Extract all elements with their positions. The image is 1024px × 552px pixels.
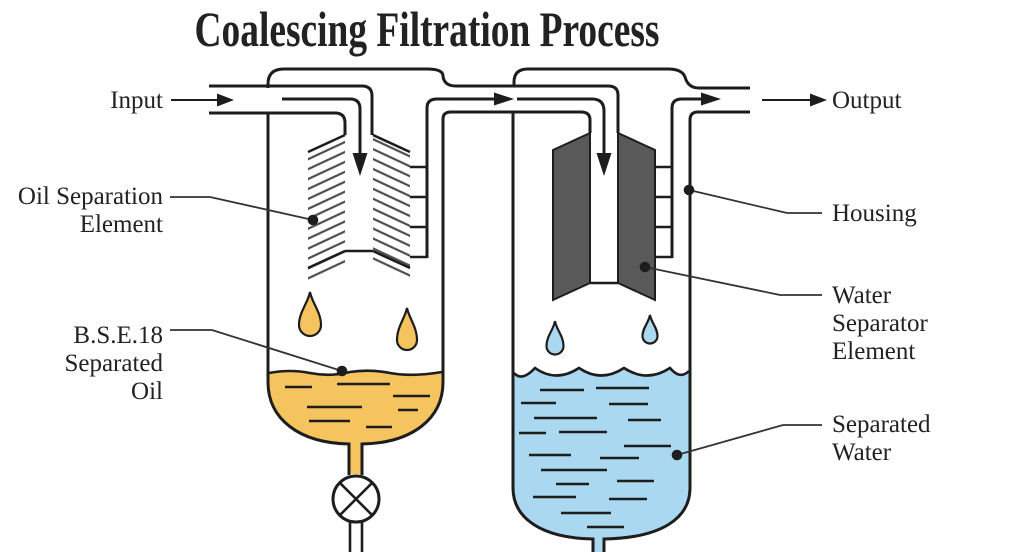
leader-dot <box>683 184 695 196</box>
water-separator-element-label: Water Separator Element <box>832 282 928 365</box>
label-line: Separated <box>64 350 163 377</box>
separated-oil-label: B.S.E.18 Separated Oil <box>64 322 163 405</box>
right-arrow-icon <box>701 92 721 106</box>
diagram-title: Coalescing Filtration Process <box>195 1 660 57</box>
external-input-arrow <box>171 93 234 107</box>
output-flow-line <box>670 97 701 258</box>
down-arrow-icon <box>596 153 612 176</box>
label-line: Water <box>832 282 892 309</box>
oil-droplet-icon <box>395 307 419 352</box>
water-element-left-band <box>552 131 591 302</box>
label-line: B.S.E.18 <box>73 322 163 349</box>
leader-line <box>676 424 822 456</box>
label-line: Oil <box>131 378 163 405</box>
input-pipe-top <box>209 84 374 135</box>
right-arrow-icon <box>494 92 514 106</box>
leader-dot <box>671 449 683 461</box>
oil-element-edge <box>307 249 346 270</box>
water-droplet-icon <box>545 320 565 356</box>
label-line: Separator <box>832 310 928 337</box>
label-line: Oil Separation <box>18 183 164 210</box>
left-vessel <box>209 67 620 475</box>
water-droplet-icon <box>641 314 659 345</box>
label-line: Element <box>80 211 163 238</box>
external-output-arrow <box>762 93 827 107</box>
oil-element-connector-rungs <box>410 165 427 259</box>
drain-valve-icon <box>331 474 381 552</box>
water-separator-element <box>552 131 672 302</box>
oil-droplets <box>297 291 419 352</box>
water-pool <box>514 368 689 552</box>
left-vessel-left-wall <box>266 113 351 475</box>
label-line: Separated <box>832 411 931 438</box>
oil-element-edge <box>372 249 411 270</box>
input-label: Input <box>110 87 163 114</box>
oil-dashes <box>285 382 430 429</box>
oil-separation-element <box>307 133 427 281</box>
oil-element-edge <box>307 133 346 154</box>
right-vessel-right-wall-and-output-bottom <box>602 110 750 552</box>
leader-line <box>170 329 343 372</box>
oil-element-edge <box>372 133 411 154</box>
input-flow-arrow <box>282 97 368 176</box>
oil-droplet-icon <box>297 291 323 338</box>
oil-element-right-band <box>373 135 410 281</box>
transfer-flow-arrow <box>425 92 612 258</box>
oil-element-left-band <box>308 135 345 281</box>
right-vessel-cap-and-output-top <box>512 67 750 90</box>
water-element-right-band <box>617 131 656 302</box>
housing-label: Housing <box>832 200 917 227</box>
oil-separation-element-label: Oil Separation Element <box>18 183 164 238</box>
right-arrow-icon <box>217 93 234 107</box>
separated-water-label: Separated Water <box>832 411 931 466</box>
left-vessel-cap-and-transfer-top <box>266 67 620 133</box>
label-line: Element <box>832 338 915 365</box>
water-surface-line <box>513 366 690 378</box>
leader-lines <box>170 184 822 461</box>
water-droplets <box>545 314 659 356</box>
output-label: Output <box>832 87 902 114</box>
right-arrow-icon <box>810 93 827 107</box>
down-arrow-icon <box>352 153 368 176</box>
input-flow-line <box>282 97 362 154</box>
label-line: Water <box>832 439 892 466</box>
water-element-connector-rungs <box>655 165 672 259</box>
right-vessel-left-wall <box>511 112 595 552</box>
leader-line <box>170 196 314 221</box>
leader-line <box>644 266 822 296</box>
output-flow-arrow <box>670 92 721 258</box>
right-vessel <box>511 67 750 552</box>
leader-dot <box>639 261 651 273</box>
transfer-flow-line-2 <box>517 97 606 154</box>
leader-dot <box>307 214 319 226</box>
left-vessel-right-wall-and-transfer-bottom <box>360 110 592 475</box>
transfer-flow-line <box>425 97 494 258</box>
separated-water-fill <box>513 366 690 552</box>
oil-surface-line <box>268 369 443 377</box>
input-pipe-bottom <box>209 111 347 135</box>
water-dashes <box>519 386 671 529</box>
leader-dot <box>336 365 348 377</box>
separated-oil-fill <box>268 369 443 474</box>
leader-line <box>688 189 822 214</box>
